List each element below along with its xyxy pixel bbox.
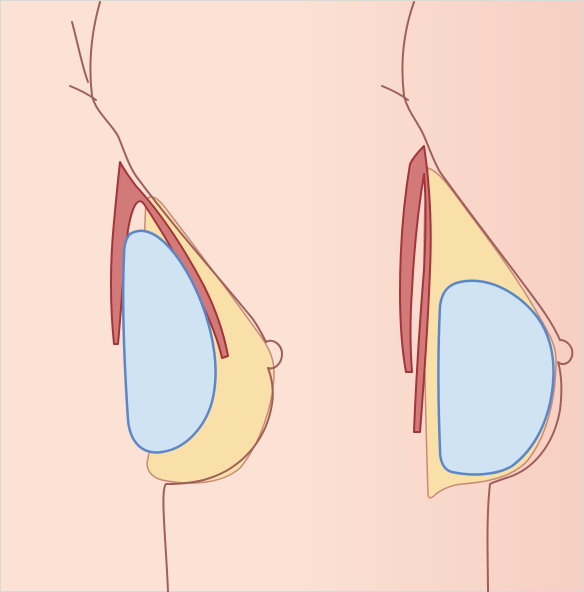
- breast-implant-placement-illustration: [0, 0, 584, 592]
